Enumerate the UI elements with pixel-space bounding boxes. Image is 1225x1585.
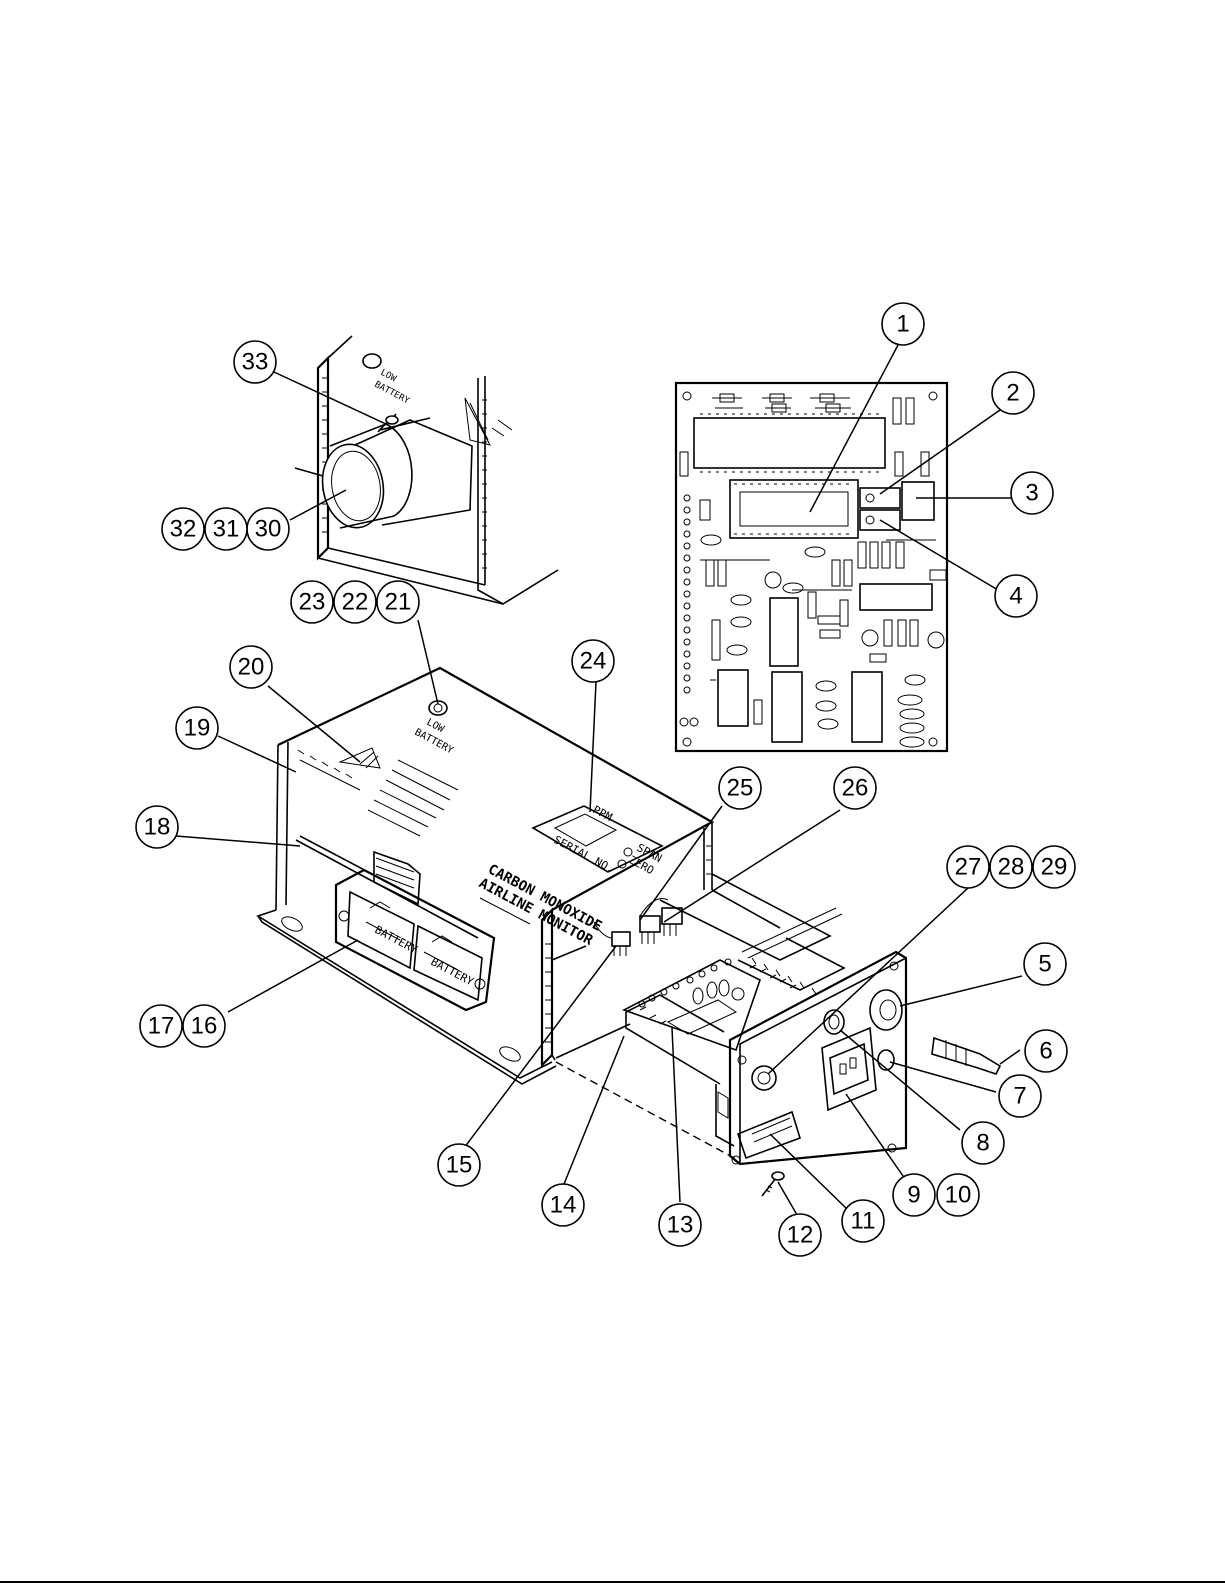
callout-29: 29	[1033, 846, 1075, 888]
svg-text:32: 32	[170, 516, 197, 543]
svg-text:19: 19	[184, 715, 211, 742]
svg-text:2: 2	[1006, 380, 1019, 407]
svg-text:18: 18	[144, 814, 171, 841]
svg-text:3: 3	[1025, 480, 1038, 507]
callout-15: 15	[438, 1144, 480, 1186]
callout-32: 32	[162, 508, 204, 550]
cover-fine-print	[368, 760, 458, 836]
chassis-assembly	[556, 874, 1000, 1196]
callout-27: 27	[947, 846, 989, 888]
svg-text:17: 17	[148, 1013, 175, 1040]
callout-17: 17	[140, 1005, 182, 1047]
svg-text:27: 27	[955, 854, 982, 881]
svg-text:21: 21	[385, 589, 412, 616]
battery-cylinder	[316, 418, 472, 533]
svg-text:26: 26	[842, 775, 869, 802]
callout-16: 16	[183, 1005, 225, 1047]
callout-2: 2	[992, 372, 1034, 414]
ppm-label: PPM	[591, 803, 615, 824]
svg-text:31: 31	[213, 516, 240, 543]
svg-text:14: 14	[550, 1192, 577, 1219]
serial-plate: PPM SERIAL NO. SPAN ZERO	[533, 803, 664, 877]
callout-7: 7	[999, 1075, 1041, 1117]
callout-12: 12	[779, 1214, 821, 1256]
svg-text:28: 28	[998, 854, 1025, 881]
svg-text:4: 4	[1009, 583, 1022, 610]
callout-20: 20	[230, 646, 272, 688]
detail-battery-label: BATTERY	[373, 380, 412, 407]
callout-21: 21	[377, 581, 419, 623]
circuit-board-detail	[676, 383, 947, 751]
callout-26: 26	[834, 767, 876, 809]
callout-30: 30	[247, 508, 289, 550]
callout-24: 24	[572, 640, 614, 682]
callout-14: 14	[542, 1184, 584, 1226]
svg-text:1: 1	[896, 311, 909, 338]
callout-6: 6	[1025, 1030, 1067, 1072]
svg-text:11: 11	[851, 1208, 876, 1235]
callout-8: 8	[962, 1122, 1004, 1164]
callout-25: 25	[719, 767, 761, 809]
callout-22: 22	[334, 581, 376, 623]
svg-text:13: 13	[667, 1212, 694, 1239]
svg-text:24: 24	[580, 648, 607, 675]
battery-label-2: BATTERY	[429, 955, 476, 988]
callout-5: 5	[1024, 943, 1066, 985]
main-housing-cover: LOW BATTERY CARBON MONOXIDE AIRLINE MONI…	[258, 668, 712, 1084]
svg-text:16: 16	[191, 1013, 218, 1040]
svg-text:9: 9	[907, 1182, 920, 1209]
svg-text:30: 30	[255, 516, 282, 543]
svg-text:33: 33	[242, 349, 269, 376]
svg-text:6: 6	[1039, 1038, 1052, 1065]
svg-text:15: 15	[446, 1152, 473, 1179]
svg-text:7: 7	[1013, 1083, 1026, 1110]
callout-19: 19	[176, 707, 218, 749]
page-bottom-rule	[0, 1581, 1225, 1583]
callout-31: 31	[205, 508, 247, 550]
svg-text:25: 25	[727, 775, 754, 802]
header-connectors	[594, 899, 682, 956]
svg-text:20: 20	[238, 654, 265, 681]
callout-1: 1	[882, 303, 924, 345]
serial-no-label: SERIAL NO.	[552, 833, 617, 876]
battery-door: BATTERY BATTERY	[336, 852, 494, 1010]
svg-text:23: 23	[299, 589, 326, 616]
callout-4: 4	[995, 575, 1037, 617]
callout-28: 28	[990, 846, 1032, 888]
svg-text:10: 10	[945, 1182, 972, 1209]
callout-23: 23	[291, 581, 333, 623]
callout-3: 3	[1011, 472, 1053, 514]
svg-text:5: 5	[1038, 951, 1051, 978]
callout-10: 10	[937, 1174, 979, 1216]
callout-18: 18	[136, 806, 178, 848]
callout-11: 11	[842, 1200, 884, 1242]
svg-text:8: 8	[976, 1130, 989, 1157]
callout-13: 13	[659, 1204, 701, 1246]
cover-logo	[298, 748, 380, 790]
svg-text:29: 29	[1041, 854, 1068, 881]
svg-text:12: 12	[787, 1222, 814, 1249]
callout-9: 9	[893, 1174, 935, 1216]
detail-view-low-battery-indicator: LOW BATTERY	[295, 336, 558, 604]
callout-33: 33	[234, 341, 276, 383]
svg-text:22: 22	[342, 589, 369, 616]
